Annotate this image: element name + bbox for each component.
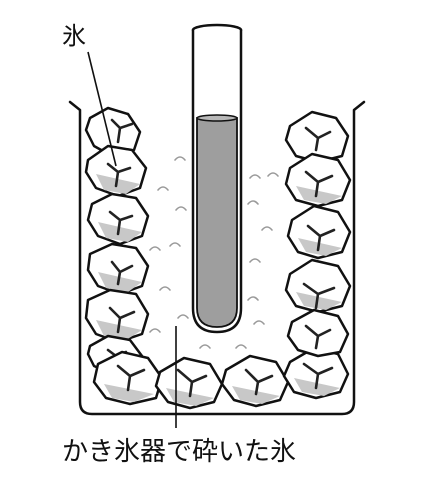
- tube-liquid: [196, 117, 238, 328]
- ice-leader-line: [87, 51, 117, 167]
- test-tube: [191, 23, 243, 334]
- ice-cube: [286, 204, 352, 260]
- ice-cube: [84, 106, 142, 158]
- ice-cube: [84, 288, 150, 344]
- beaker: [68, 100, 366, 416]
- ice-cube: [84, 144, 148, 198]
- ice-cube: [284, 152, 352, 208]
- ice-cube: [86, 192, 150, 246]
- ice-cube: [282, 346, 350, 400]
- ice-label: 氷: [62, 22, 86, 50]
- crushed-ice-label: かき氷器で砕いた氷: [62, 437, 296, 467]
- ice-cube: [286, 308, 350, 358]
- crushed-ice-texture: [149, 136, 279, 349]
- ice-cube: [86, 242, 150, 296]
- ice-cube: [154, 356, 224, 410]
- ice-cube: [284, 110, 350, 164]
- ice-cubes: [84, 106, 352, 410]
- ice-cube: [220, 354, 290, 408]
- ice-cube: [92, 350, 164, 406]
- ice-cube: [284, 258, 352, 314]
